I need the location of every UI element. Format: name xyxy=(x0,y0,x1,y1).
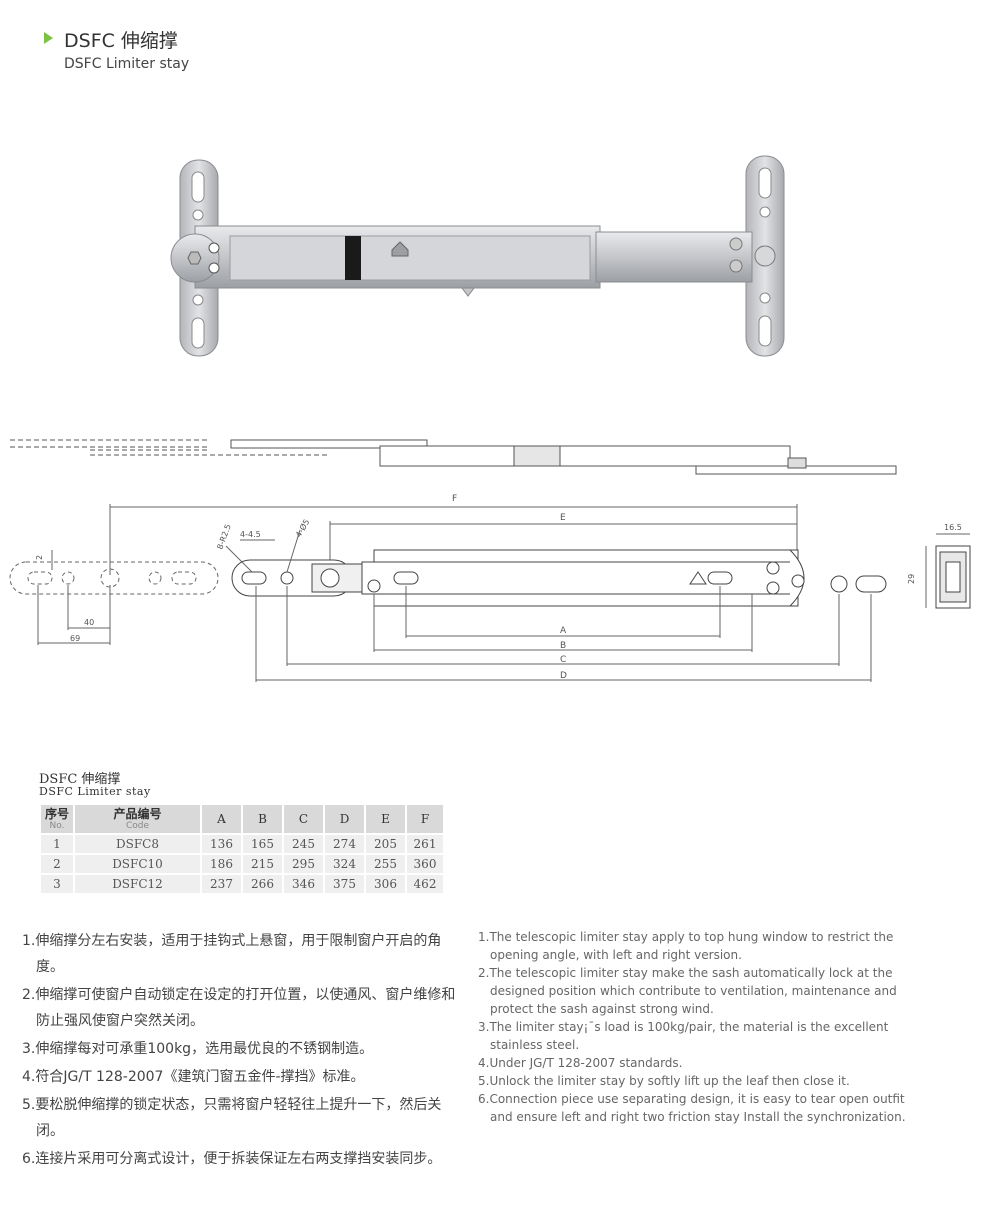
note-cn-item: 4.符合JG/T 128-2007《建筑门窗五金件-撑挡》标准。 xyxy=(22,1069,365,1085)
note-en-item: 5.Unlock the limiter stay by softly lift… xyxy=(478,1074,850,1088)
note-cn-item: 2.伸缩撑可使窗户自动锁定在设定的打开位置，以使通风、窗户维修和防止强风使窗户突… xyxy=(22,987,456,1029)
cell-code: DSFC10 xyxy=(75,855,200,873)
dim-r25-label: 8-R2.5 xyxy=(215,523,232,551)
dim-phi5-label: 4-Ø5 xyxy=(293,517,311,539)
cell-B: 266 xyxy=(243,875,282,893)
table-header-row: 序号 No. 产品编号 Code A B C D E F xyxy=(41,805,443,833)
cell-B: 215 xyxy=(243,855,282,873)
note-cn-item: 5.要松脱伸缩撑的锁定状态，只需将窗户轻轻往上提升一下，然后关闭。 xyxy=(22,1097,442,1139)
cell-D: 274 xyxy=(325,835,364,853)
header-E: E xyxy=(366,805,405,833)
cell-E: 205 xyxy=(366,835,405,853)
dim-29-label: 29 xyxy=(907,574,916,584)
cell-no: 2 xyxy=(41,855,73,873)
dim-C-label: C xyxy=(560,655,566,665)
section-view xyxy=(925,533,971,609)
cell-F: 462 xyxy=(407,875,443,893)
note-en-item: 3.The limiter stay¡¯s load is 100kg/pair… xyxy=(478,1020,889,1052)
cell-A: 186 xyxy=(202,855,241,873)
header-B: B xyxy=(243,805,282,833)
header-D: D xyxy=(325,805,364,833)
header-A: A xyxy=(202,805,241,833)
table-subtitle: DSFC Limiter stay xyxy=(39,785,151,798)
triangle-marker-icon xyxy=(44,32,53,44)
table-title: DSFC 伸缩撑 xyxy=(39,772,121,787)
cell-B: 165 xyxy=(243,835,282,853)
product-photo xyxy=(170,155,785,357)
page-title: DSFC 伸缩撑 xyxy=(64,30,178,52)
cell-E: 255 xyxy=(366,855,405,873)
dim-E-label: E xyxy=(560,513,566,523)
dim-D-label: D xyxy=(560,671,567,681)
table-row: 3 DSFC12 237 266 346 375 306 462 xyxy=(41,875,443,893)
cell-C: 295 xyxy=(284,855,323,873)
cell-code: DSFC8 xyxy=(75,835,200,853)
header-no: 序号 No. xyxy=(41,805,73,833)
table-row: 2 DSFC10 186 215 295 324 255 360 xyxy=(41,855,443,873)
dim-165-label: 16.5 xyxy=(944,523,962,532)
cell-D: 324 xyxy=(325,855,364,873)
page-subtitle: DSFC Limiter stay xyxy=(64,56,190,72)
dim-40-label: 40 xyxy=(84,618,94,627)
dim-69-label: 69 xyxy=(70,634,80,643)
dim-4x45-label: 4-4.5 xyxy=(240,530,261,539)
note-en-item: 6.Connection piece use separating design… xyxy=(478,1092,906,1124)
dim-A-label: A xyxy=(560,626,567,636)
notes-english: 1.The telescopic limiter stay apply to t… xyxy=(478,928,918,1126)
cell-no: 3 xyxy=(41,875,73,893)
table-row: 1 DSFC8 136 165 245 274 205 261 xyxy=(41,835,443,853)
cell-E: 306 xyxy=(366,875,405,893)
header-code: 产品编号 Code xyxy=(75,805,200,833)
cell-C: 346 xyxy=(284,875,323,893)
sliding-arm xyxy=(595,231,753,283)
cell-D: 375 xyxy=(325,875,364,893)
note-cn-item: 1.伸缩撑分左右安装，适用于挂钩式上悬窗，用于限制窗户开启的角度。 xyxy=(22,933,442,975)
spec-table: 序号 No. 产品编号 Code A B C D E F 1 DSFC8 136… xyxy=(39,803,445,895)
cell-A: 237 xyxy=(202,875,241,893)
cell-F: 261 xyxy=(407,835,443,853)
cell-code: DSFC12 xyxy=(75,875,200,893)
cell-no: 1 xyxy=(41,835,73,853)
cell-A: 136 xyxy=(202,835,241,853)
notes-chinese: 1.伸缩撑分左右安装，适用于挂钩式上悬窗，用于限制窗户开启的角度。 2.伸缩撑可… xyxy=(22,928,467,1174)
cell-C: 245 xyxy=(284,835,323,853)
side-view xyxy=(10,439,897,475)
header-C: C xyxy=(284,805,323,833)
note-cn-item: 6.连接片采用可分离式设计，便于拆装保证左右两支撑挡安装同步。 xyxy=(22,1151,442,1167)
note-cn-item: 3.伸缩撑每对可承重100kg，选用最优良的不锈钢制造。 xyxy=(22,1041,374,1057)
technical-drawing: F E 2 40 69 xyxy=(9,439,971,682)
note-en-item: 2.The telescopic limiter stay make the s… xyxy=(478,966,897,1016)
cell-F: 360 xyxy=(407,855,443,873)
connection-piece-dashed xyxy=(9,561,219,595)
dim-2-label: 2 xyxy=(35,555,44,560)
dim-B-label: B xyxy=(560,641,566,651)
note-en-item: 1.The telescopic limiter stay apply to t… xyxy=(478,930,894,962)
note-en-item: 4.Under JG/T 128-2007 standards. xyxy=(478,1056,683,1070)
header-F: F xyxy=(407,805,443,833)
dim-F-label: F xyxy=(452,494,457,504)
